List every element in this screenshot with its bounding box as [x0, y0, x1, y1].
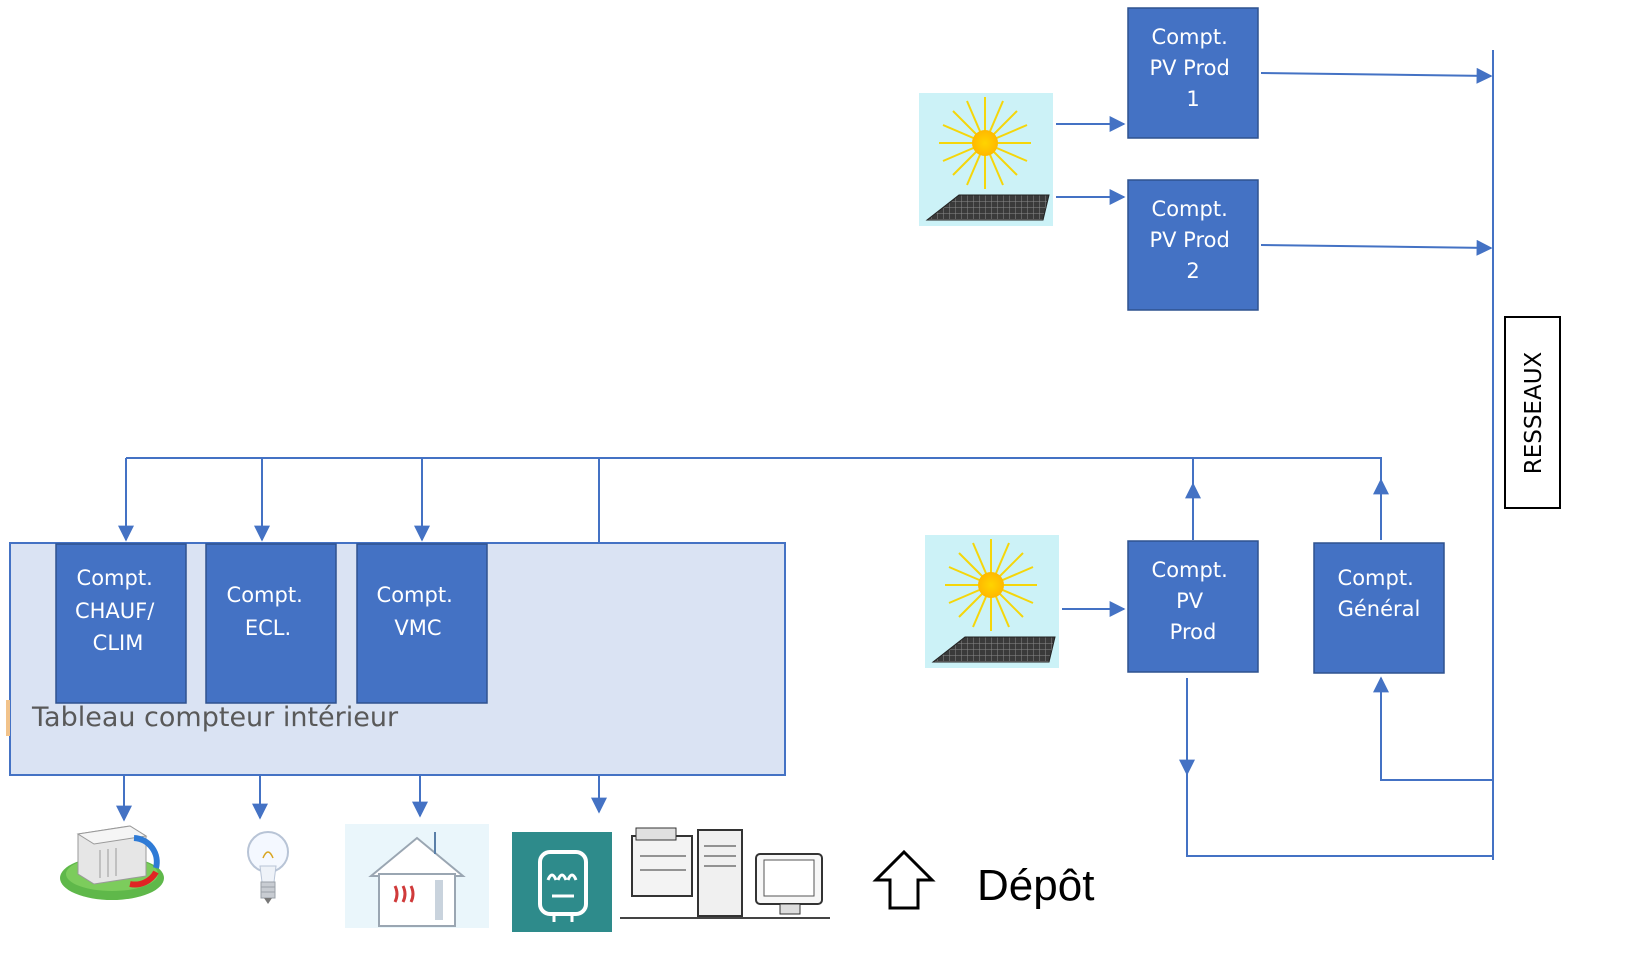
- meter-label-line: PV Prod: [1149, 228, 1229, 252]
- meter-label-line: CHAUF/: [75, 599, 155, 623]
- water-heater-icon: [512, 832, 612, 932]
- meter-label-line: VMC: [394, 616, 441, 640]
- depot-label: Dépôt: [977, 861, 1094, 910]
- meter-label-line: Général: [1338, 597, 1421, 621]
- meter-label-line: Compt.: [1338, 566, 1414, 590]
- panel-label-accent: [6, 700, 10, 736]
- meter-chauf-clim[interactable]: Compt. CHAUF/ CLIM: [55, 543, 187, 704]
- meter-label-line: Compt.: [377, 583, 453, 607]
- reseaux-to-general-line: [1373, 676, 1493, 781]
- meter-label-line: Compt.: [77, 566, 153, 590]
- solar-panel-icon: [925, 535, 1059, 668]
- pv2-to-reseaux-arrow: [1260, 239, 1493, 256]
- svg-text:Compt. PV Prod 2: Compt. PV Prod 2: [1149, 197, 1236, 283]
- svg-text:Compt. PV Prod: Compt. PV Prod: [1152, 558, 1235, 644]
- svg-text:Compt. ECL.: Compt. ECL.: [227, 583, 310, 640]
- meter-pv-prod-1[interactable]: Compt. PV Prod 1: [1127, 7, 1259, 139]
- meter-pv-prod[interactable]: Compt. PV Prod: [1127, 540, 1259, 673]
- light-bulb-icon: [247, 831, 289, 904]
- house-ventilation-icon: [345, 824, 489, 928]
- connector-lines: [116, 50, 1494, 860]
- meter-general[interactable]: Compt. Général: [1313, 542, 1445, 674]
- svg-text:Compt. CHAUF/ CLIM: Compt. CHAUF/ CLIM: [75, 566, 161, 655]
- reseaux-label: RESSEAUX: [1521, 351, 1547, 474]
- svg-text:Compt. VMC: Compt. VMC: [377, 583, 460, 640]
- panel-label: Tableau compteur intérieur: [31, 702, 399, 733]
- reseaux-box[interactable]: RESSEAUX: [1504, 316, 1561, 509]
- house-outline-icon: [872, 849, 936, 910]
- solar-panel-icon: [919, 93, 1053, 226]
- meter-label-line: Compt.: [227, 583, 303, 607]
- meter-label-line: PV: [1176, 589, 1204, 613]
- meter-label-line: PV Prod: [1149, 56, 1229, 80]
- meter-label-line: ECL.: [245, 616, 291, 640]
- svg-text:Compt. PV Prod 1: Compt. PV Prod 1: [1149, 25, 1236, 111]
- svg-text:Compt. Général: Compt. Général: [1338, 566, 1421, 621]
- meter-label-line: 1: [1186, 87, 1199, 111]
- meter-vmc[interactable]: Compt. VMC: [356, 543, 488, 704]
- meter-label-line: Compt.: [1152, 558, 1228, 582]
- pv1-to-reseaux-arrow: [1260, 67, 1493, 84]
- pv-prod-return-line: [1186, 774, 1493, 857]
- hvac-unit-icon: [60, 825, 164, 900]
- meter-label-line: 2: [1186, 259, 1199, 283]
- meter-label-line: Prod: [1170, 620, 1217, 644]
- meter-label-line: CLIM: [93, 631, 144, 655]
- office-equipment-icon: [620, 827, 830, 919]
- meter-pv-prod-2[interactable]: Compt. PV Prod 2: [1127, 179, 1259, 311]
- meter-ecl[interactable]: Compt. ECL.: [205, 543, 337, 704]
- meter-label-line: Compt.: [1152, 197, 1228, 221]
- meter-label-line: Compt.: [1152, 25, 1228, 49]
